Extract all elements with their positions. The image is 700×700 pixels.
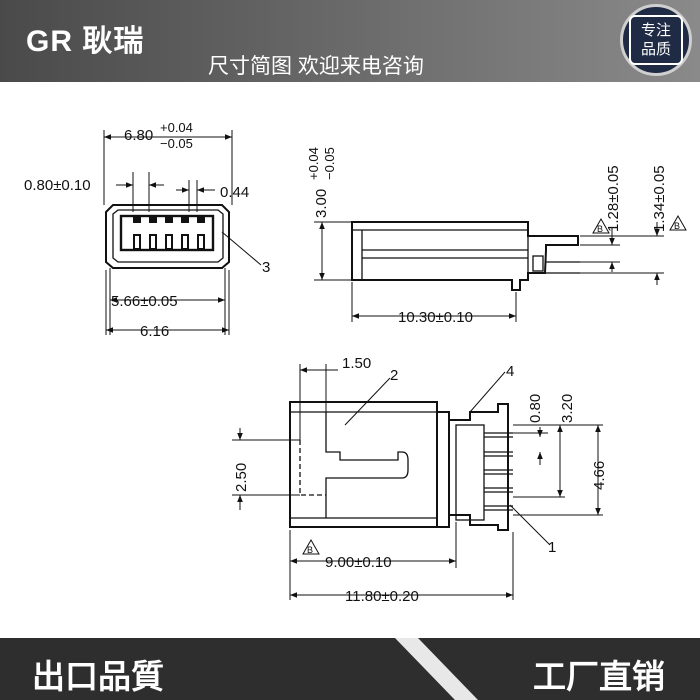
dim-side-a: 1.28±0.05 [605, 165, 622, 232]
badge-frame: 专注 品质 [629, 15, 683, 65]
dim-inner-width: 5.66±0.05 [111, 293, 178, 310]
side-ref-mark-a: B [597, 224, 603, 234]
dim-pin-pitch: 0.80±0.10 [24, 177, 91, 194]
dim-top-height-left: 2.50 [233, 463, 250, 492]
dim-width-top: 6.80 [124, 127, 153, 144]
top-housing [437, 411, 450, 528]
dim-top-overall-height: 4.66 [591, 461, 608, 490]
top-view [232, 364, 603, 600]
footer-right-slogan: 工厂直销 [533, 658, 665, 695]
dim-side-b: 1.34±0.05 [651, 165, 668, 232]
dim-side-height-plus: +0.04 [306, 147, 321, 180]
side-latch [532, 255, 544, 272]
callout-1: 1 [548, 539, 556, 556]
brand-title: GR 耿瑞 [26, 25, 145, 58]
front-view [103, 130, 262, 335]
dim-slot-width: 1.50 [342, 355, 371, 372]
dim-width-top-plus: +0.04 [160, 120, 193, 135]
footer-left-slogan: 出口品質 [32, 658, 164, 695]
side-ref-mark-b: B [674, 221, 680, 231]
dim-overall-width: 6.16 [140, 323, 169, 340]
side-body-outline [351, 221, 579, 291]
top-latch-slot [325, 412, 409, 518]
top-body-outline [289, 401, 438, 528]
side-ref-triangle-a [592, 217, 610, 234]
callout-4: 4 [506, 363, 514, 380]
top-ref-mark: B [307, 545, 313, 555]
footer-divider-icon [395, 638, 478, 700]
dim-top-pitch: 0.80 [527, 394, 544, 423]
callout-2: 2 [390, 367, 398, 384]
header-banner [0, 0, 700, 82]
quality-badge-icon: 专注 品质 [620, 4, 692, 76]
dim-top-span: 3.20 [559, 394, 576, 423]
badge-line1: 专注 [640, 22, 671, 39]
side-view [314, 214, 687, 322]
dim-side-height: 3.00 [313, 189, 330, 218]
dim-width-top-minus: −0.05 [160, 136, 193, 151]
side-ref-triangle-b [669, 214, 687, 231]
footer-banner [0, 638, 700, 700]
dim-top-length-a: 9.00±0.10 [325, 554, 392, 571]
front-inner-shell [112, 209, 224, 263]
dim-side-height-minus: −0.05 [322, 147, 337, 180]
dim-side-length: 10.30±0.10 [398, 309, 473, 326]
top-ref-triangle [302, 538, 320, 555]
header-subtitle: 尺寸简图 欢迎来电咨询 [208, 55, 424, 78]
badge-line2: 品质 [640, 41, 671, 58]
dim-pin-width: 0.44 [220, 184, 249, 201]
callout-3: 3 [262, 259, 270, 276]
top-pins [484, 432, 513, 511]
dim-top-length-b: 11.80±0.20 [345, 588, 419, 605]
